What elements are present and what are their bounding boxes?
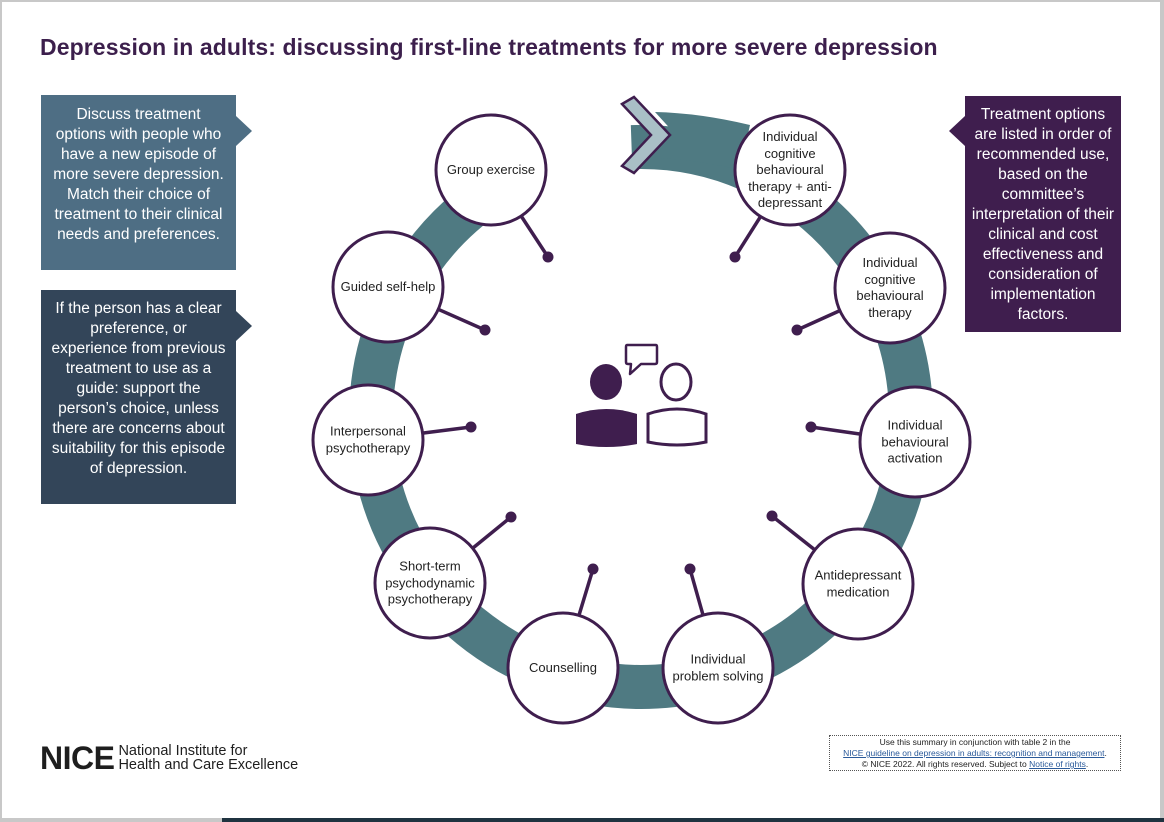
connector-line [770,514,816,552]
connector-dot [805,421,817,433]
treatment-label: Interpersonal psychotherapy [325,423,411,456]
connector-dot [505,511,517,523]
footer-copyright: © NICE 2022. All rights reserved. Subjec… [861,759,1030,769]
treatment-label: Individual problem solving [672,651,764,684]
connector-line [733,215,763,258]
bottom-strip [222,818,1164,822]
connector-line [422,425,472,435]
callout-order-text: Treatment options are listed in order of… [971,106,1115,323]
connector-dot [684,563,696,575]
treatment-node-circle [661,611,775,725]
nice-logo: NICE National Institute for Health and C… [40,740,299,776]
treatment-node-circle [858,385,972,499]
logo-line-1: National Institute for [118,742,248,759]
treatment-node-circle [733,113,847,227]
footer-period: . [1104,748,1107,758]
footer-line-1: Use this summary in conjunction with tab… [879,737,1071,747]
treatment-node-circle [434,113,548,227]
footer-note: Use this summary in conjunction with tab… [829,735,1121,771]
treatment-label: Individual behavioural activation [881,417,949,466]
notice-of-rights-link[interactable]: Notice of rights [1029,759,1086,769]
guideline-link[interactable]: NICE guideline on depression in adults: … [843,748,1105,758]
connector-dot [542,251,554,263]
connector-line [810,425,861,436]
treatment-node-circle [833,231,947,345]
treatment-node-circle [373,526,487,640]
callout-person-preference: If the person has a clear preference, or… [41,290,252,504]
connector-line [471,515,513,550]
treatment-label: Guided self-help [340,278,436,294]
connector-line [577,568,595,616]
two-people-conversation-icon [576,343,708,447]
connector-line [688,568,705,616]
treatment-label: Individual cognitive behavioural therapy [856,255,924,320]
callout-pointer [949,116,965,146]
connector-dot [465,421,477,433]
connector-line [796,309,841,332]
connector-dot [479,324,491,336]
treatment-label: Group exercise [446,161,536,177]
callout-pointer [236,116,252,146]
callout-preference-text: If the person has a clear preference, or… [51,300,226,477]
treatment-node-circle [801,527,915,641]
treatment-label: Antidepressant medication [814,567,902,600]
callout-order-info: Treatment options are listed in order of… [949,96,1121,332]
footer-suffix: . [1085,759,1089,769]
callout-discuss-text: Discuss treatment options with people wh… [53,106,224,243]
ring-start-segment [655,112,750,170]
connector-dot [791,324,803,336]
connector-line [519,215,550,258]
connector-dot [587,563,599,575]
chevron-right-icon [620,95,672,175]
connector-dot [766,510,778,522]
treatment-node-circle [331,230,445,344]
connector-dot [729,251,741,263]
treatment-node-circle [506,611,620,725]
logo-mark: NICE [40,740,115,776]
callout-pointer [236,311,252,341]
logo-text: National Institute for Health and Care E… [118,742,299,773]
treatment-label: Individual cognitive behavioural therapy… [748,128,832,210]
logo-line-2: Health and Care Excellence [118,757,299,773]
connector-line [437,307,486,332]
treatment-label: Short-term psychodynamic psychotherapy [385,558,475,607]
treatment-node-circle [311,383,425,497]
page-title: Depression in adults: discussing first-l… [40,34,938,60]
callout-discuss-treatment: Discuss treatment options with people wh… [41,95,252,270]
treatment-label: Counselling [529,659,597,675]
